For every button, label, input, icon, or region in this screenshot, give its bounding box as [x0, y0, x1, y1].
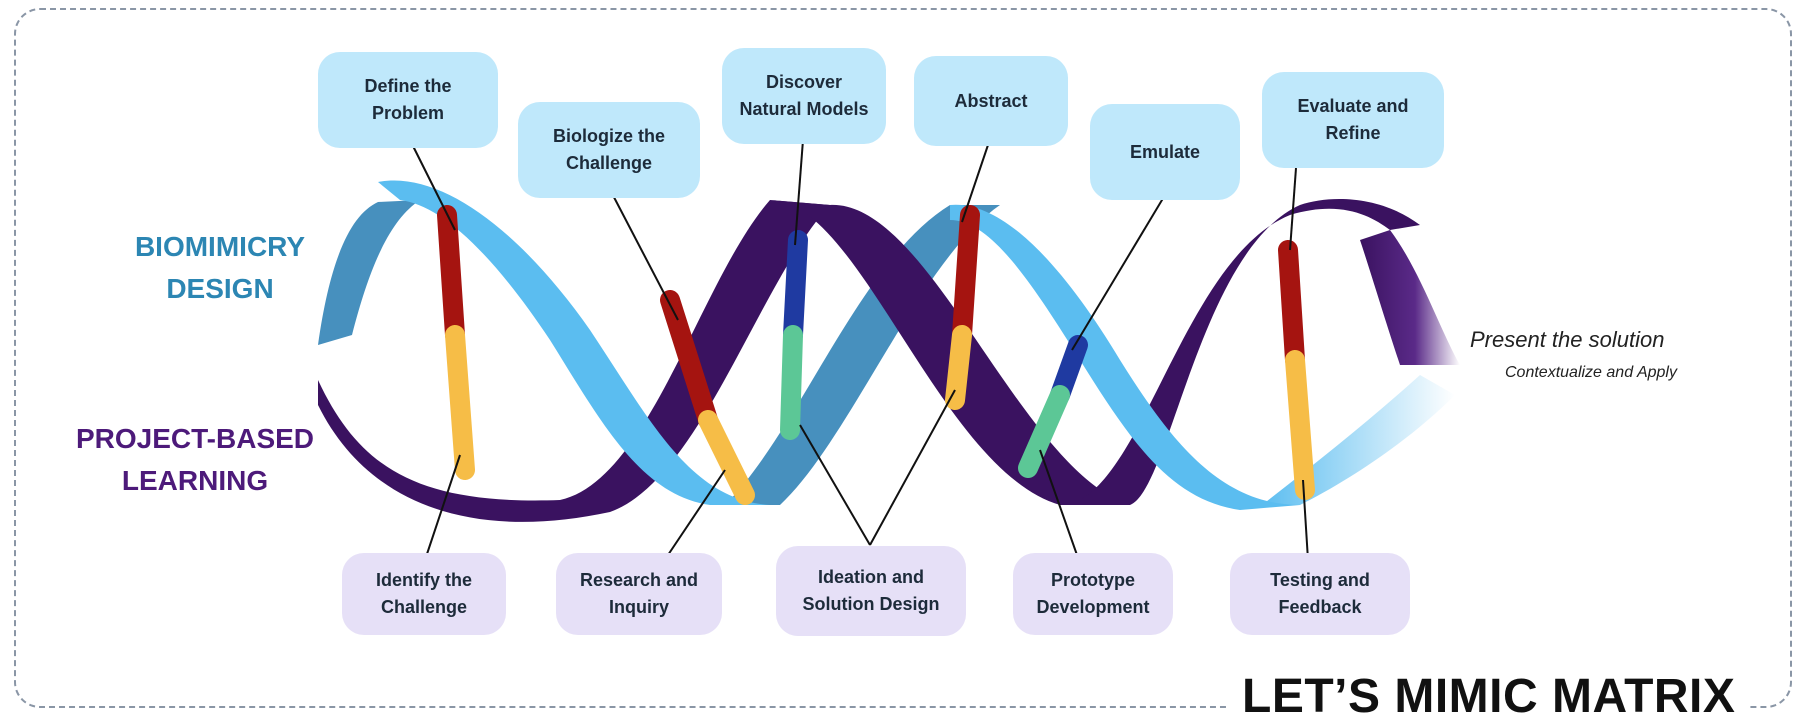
dashed-frame	[14, 8, 1792, 708]
step-identify-the-challenge: Identify the Challenge	[342, 553, 506, 635]
step-discover-natural-models: Discover Natural Models	[722, 48, 886, 144]
rung-emulate	[1018, 335, 1088, 478]
rung-evaluate	[1278, 240, 1315, 500]
step-testing-and-feedback: Testing and Feedback	[1230, 553, 1410, 635]
contextualize-and-apply: Contextualize and Apply	[1505, 364, 1677, 381]
step-abstract: Abstract	[914, 56, 1068, 146]
light-strand-back	[318, 200, 420, 345]
project-based-learning-title: PROJECT-BASED LEARNING	[75, 423, 315, 496]
light-strand	[378, 180, 770, 505]
step-emulate: Emulate	[1090, 104, 1240, 200]
lets-mimic-matrix-title: LET’S MIMIC MATRIX	[1228, 668, 1750, 726]
step-prototype-development: Prototype Development	[1013, 553, 1173, 635]
rung-define	[437, 205, 475, 480]
rung-discover	[780, 230, 808, 440]
dark-strand	[770, 200, 1130, 505]
dark-strand	[318, 200, 830, 522]
present-the-solution: Present the solution	[1470, 327, 1665, 352]
step-define-the-problem: Define the Problem	[318, 52, 498, 148]
step-research-and-inquiry: Research and Inquiry	[556, 553, 722, 635]
step-ideation-and-solution-design: Ideation and Solution Design	[776, 546, 966, 636]
connector-lines	[409, 139, 1309, 561]
dark-strand	[1360, 230, 1460, 365]
rung-abstract	[945, 205, 980, 410]
light-strand	[950, 204, 1300, 511]
step-evaluate-and-refine: Evaluate and Refine	[1262, 72, 1444, 168]
rung-biologize	[660, 290, 755, 505]
step-biologize-the-challenge: Biologize the Challenge	[518, 102, 700, 198]
biomimicry-design-title: BIOMIMICRY DESIGN	[134, 231, 306, 304]
